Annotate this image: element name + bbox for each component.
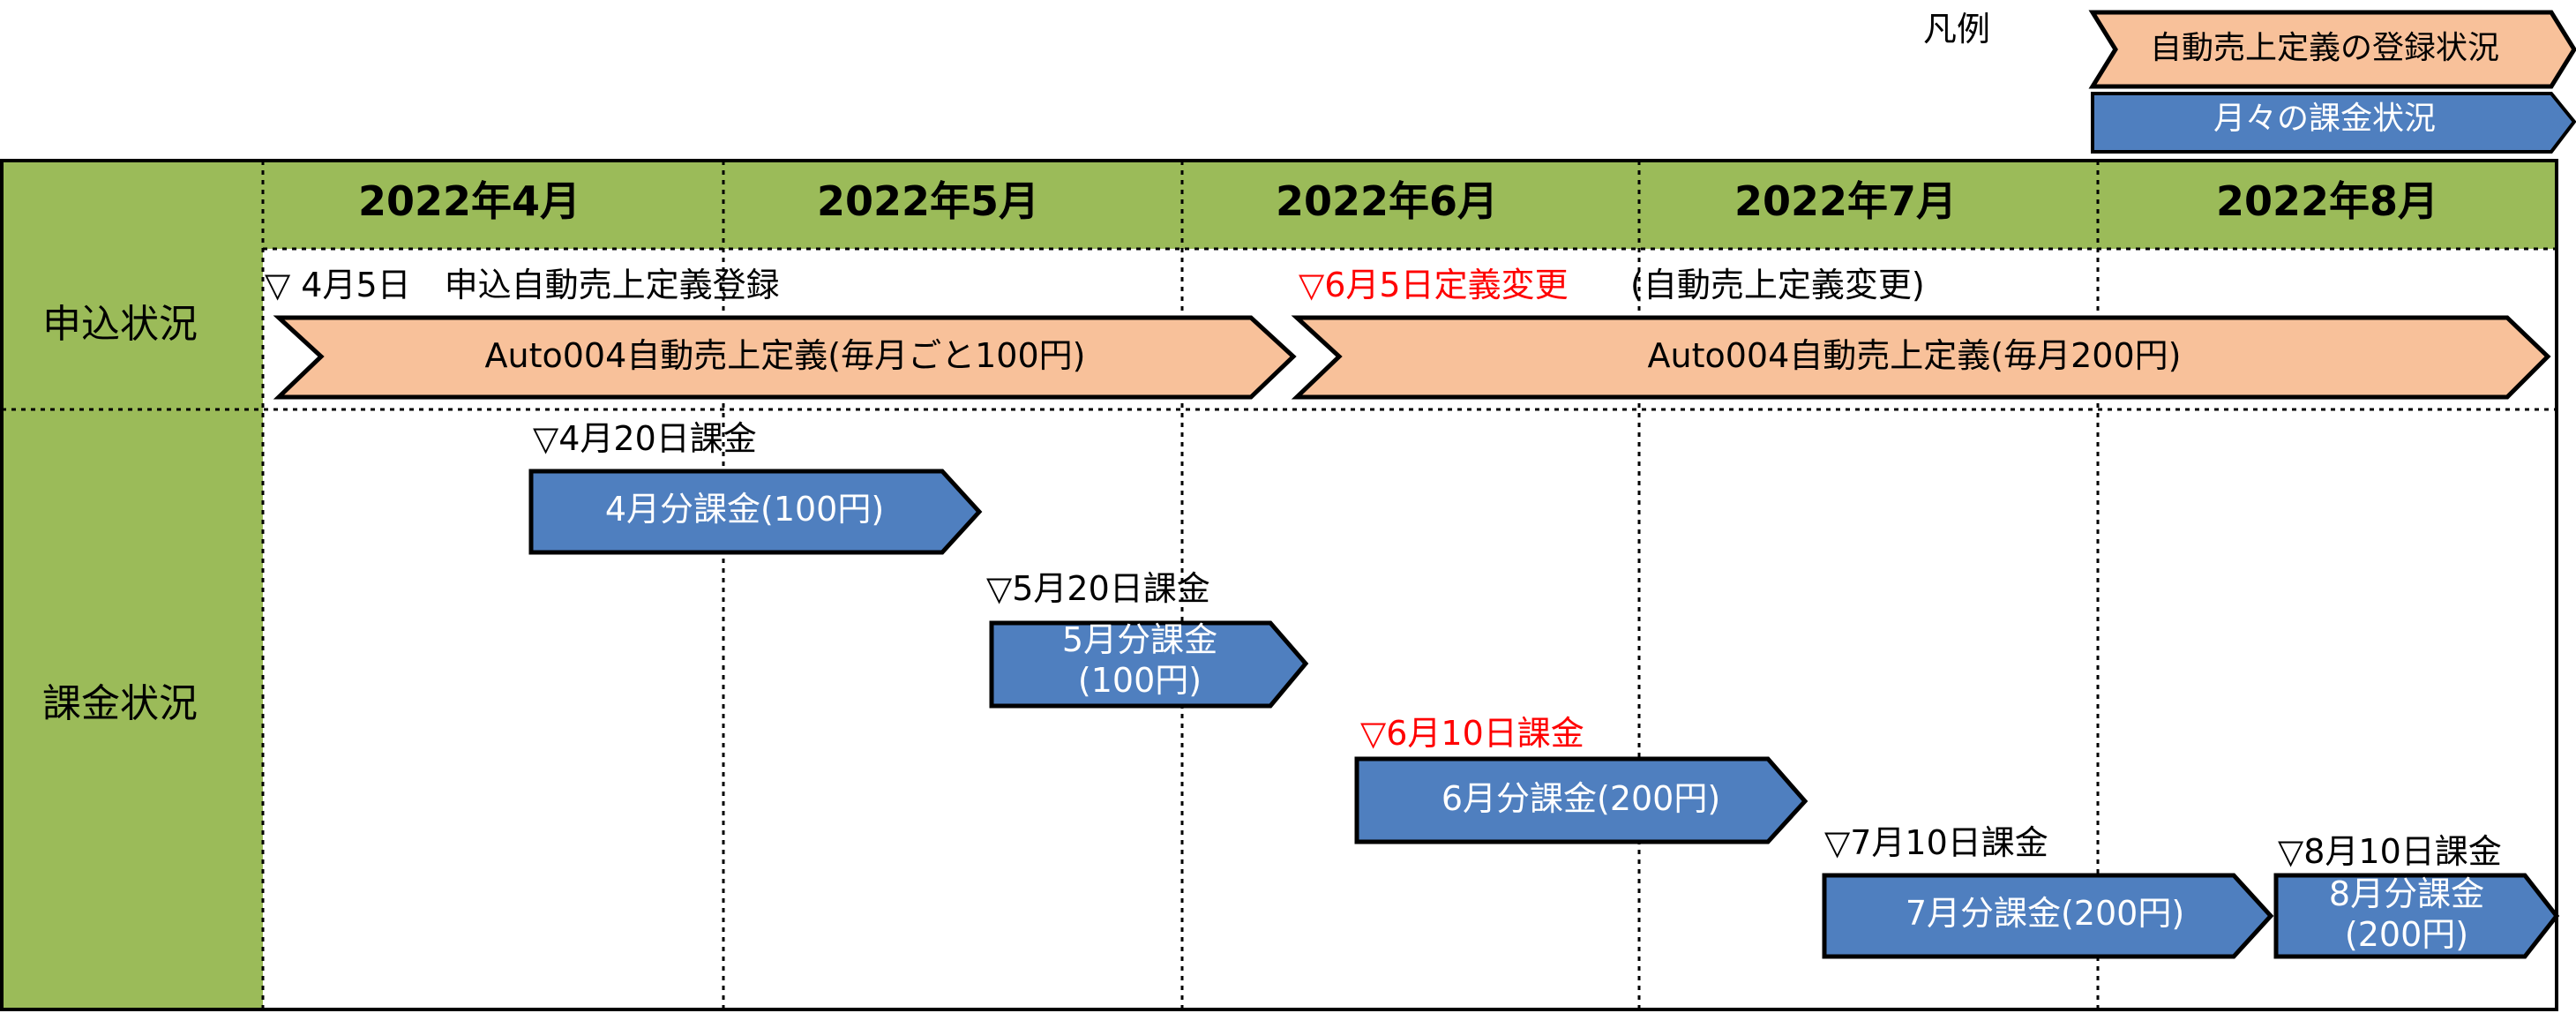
month-headers: 2022年4月 2022年5月 2022年6月 2022年7月 2022年8月 (358, 177, 2438, 225)
billing-marker-jul: ▽7月10日課金 (1824, 823, 2048, 862)
row-label-column (2, 161, 263, 1009)
legend-label-billing: 月々の課金状況 (2213, 101, 2436, 137)
billing-bar-jul-label: 7月分課金(200円) (1906, 894, 2184, 933)
month-header-may: 2022年5月 (817, 177, 1039, 225)
legend-swatch-registration (2088, 10, 2576, 89)
billing-row: ▽4月20日課金 4月分課金(100円) ▽5月20日課金 5月分課金 (100… (528, 419, 2560, 959)
legend-swatch-billing (2091, 92, 2576, 154)
billing-bar-aug (2273, 873, 2560, 959)
billing-marker-jun: ▽6月10日課金 (1360, 714, 1584, 753)
billing-marker-may: ▽5月20日課金 (986, 569, 1210, 608)
month-header-apr: 2022年4月 (358, 177, 580, 225)
row-label-application: 申込状況 (42, 302, 198, 347)
month-header-aug: 2022年8月 (2216, 177, 2438, 225)
application-bar-1 (273, 315, 1297, 400)
billing-bar-jul (1822, 873, 2274, 959)
application-bar-1-label: Auto004自動売上定義(毎月ごと100円) (485, 336, 1086, 375)
application-bar-2 (1291, 315, 2551, 400)
application-marker-start: ▽ 4月5日 申込自動売上定義登録 (265, 266, 780, 304)
billing-bar-may (989, 620, 1309, 709)
billing-bar-apr (528, 469, 983, 555)
application-marker-change: ▽6月5日定義変更 (1299, 266, 1569, 304)
table-border (0, 159, 2558, 1011)
month-header-jun: 2022年6月 (1276, 177, 1498, 225)
billing-marker-aug: ▽8月10日課金 (2278, 832, 2502, 871)
billing-marker-apr: ▽4月20日課金 (533, 419, 757, 458)
legend: 凡例 自動売上定義の登録状況 月々の課金状況 (1923, 10, 2576, 154)
billing-bar-jun (1354, 756, 1808, 844)
billing-bar-jun-label: 6月分課金(200円) (1442, 779, 1720, 818)
application-bar-2-label: Auto004自動売上定義(毎月200円) (1648, 336, 2182, 375)
billing-bar-may-label-2: (100円) (1078, 661, 1202, 700)
billing-bar-may-label-1: 5月分課金 (1062, 620, 1217, 659)
billing-bar-aug-label-1: 8月分課金 (2329, 874, 2484, 913)
month-header-jul: 2022年7月 (1734, 177, 1957, 225)
application-marker-change-note: (自動売上定義変更) (1630, 266, 1925, 304)
application-row: ▽ 4月5日 申込自動売上定義登録 ▽6月5日定義変更 (自動売上定義変更) A… (265, 266, 2551, 400)
header-row (263, 161, 2557, 249)
billing-bar-aug-label-2: (200円) (2345, 915, 2468, 954)
legend-title: 凡例 (1923, 10, 1990, 49)
billing-bar-apr-label: 4月分課金(100円) (605, 490, 884, 529)
legend-label-registration: 自動売上定義の登録状況 (2150, 30, 2499, 66)
row-label-billing: 課金状況 (42, 681, 198, 726)
grid-lines (2, 161, 2557, 1009)
